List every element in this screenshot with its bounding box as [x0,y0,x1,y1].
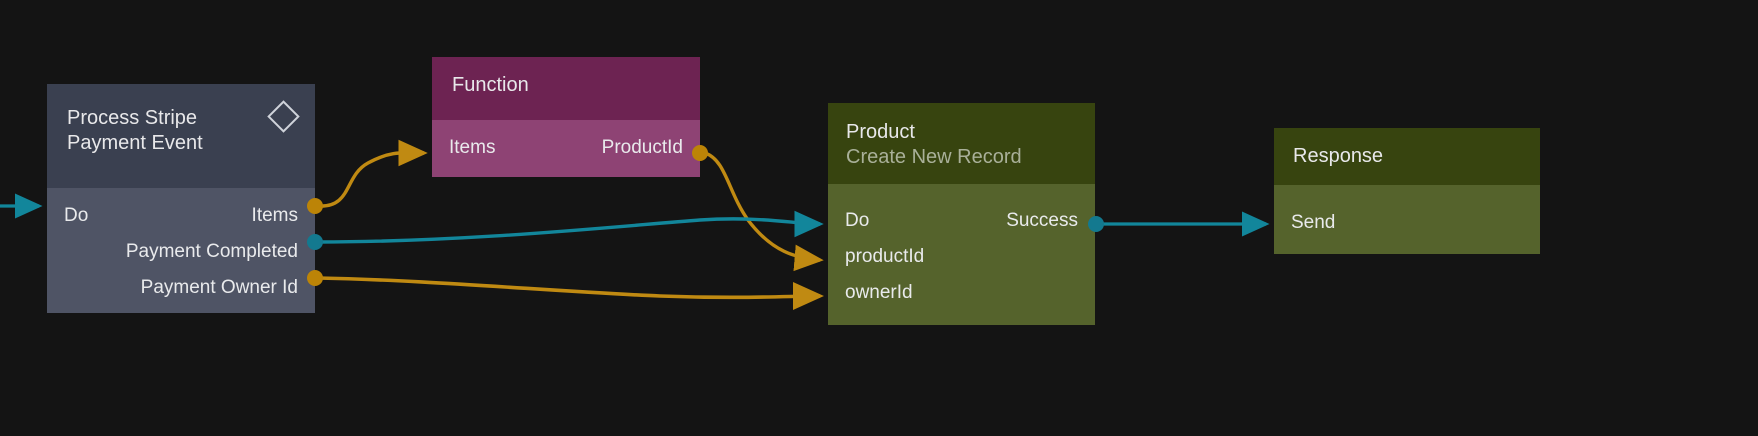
port-label-success[interactable]: Success [1006,210,1078,231]
port-row-items-productid: Items ProductId [432,130,700,166]
port-dot-function-productid[interactable] [692,145,708,161]
port-label-items[interactable]: Items [251,205,298,226]
port-dot-trigger-items[interactable] [307,198,323,214]
node-product-title: Product [846,121,915,143]
port-label-ownerid-in[interactable]: ownerId [845,282,913,303]
node-function[interactable]: Function Items ProductId [432,57,700,177]
node-response-header[interactable]: Response [1274,128,1540,185]
node-function-title: Function [452,74,529,96]
node-response-title: Response [1293,145,1384,167]
node-response[interactable]: Response Send [1274,128,1540,254]
port-label-do-in[interactable]: Do [845,210,870,231]
port-label-payment-completed[interactable]: Payment Completed [125,241,298,262]
edge-trigger-payment-completed-to-product-do [317,210,824,244]
node-trigger-title: Process Stripe Payment Event [67,107,203,154]
port-dot-trigger-payment-completed[interactable] [307,234,323,250]
edge-function-productid-to-product-productid [704,151,824,272]
node-product-subtitle: Create New Record [846,146,1022,168]
port-label-items-in[interactable]: Items [449,137,496,158]
port-label-send[interactable]: Send [1291,212,1336,233]
port-row-payment-owner-id: Payment Owner Id [47,270,315,306]
port-label-productid-in[interactable]: productId [845,246,925,267]
port-dot-trigger-payment-owner-id[interactable] [307,270,323,286]
node-trigger-body: Do Items Payment Completed Payment Owner… [47,188,315,313]
port-label-productid-out[interactable]: ProductId [601,137,683,158]
port-row-ownerid: ownerId [828,275,1095,311]
node-product-body: Do Success productId ownerId [828,184,1095,325]
node-trigger-header[interactable]: Process Stripe Payment Event [47,84,315,188]
port-label-do[interactable]: Do [64,205,89,226]
port-row-payment-completed: Payment Completed [47,234,315,270]
port-row-do-success: Do Success [828,203,1095,239]
edge-trigger-payment-owner-id-to-product-ownerid [317,276,824,311]
node-process-stripe-payment-event[interactable]: Process Stripe Payment Event Do Items Pa… [47,84,315,313]
port-dot-product-success[interactable] [1088,216,1104,232]
node-product-create-new-record[interactable]: Product Create New Record Do Success pro… [828,103,1095,325]
node-function-body: Items ProductId [432,120,700,177]
node-response-body: Send [1274,185,1540,254]
node-function-header[interactable]: Function [432,57,700,120]
port-row-productid: productId [828,239,1095,275]
port-label-payment-owner-id[interactable]: Payment Owner Id [140,277,298,298]
edge-trigger-items-to-function-items [317,139,428,208]
port-row-send: Send [1274,205,1540,241]
port-row-do-items: Do Items [47,198,315,234]
node-product-header[interactable]: Product Create New Record [828,103,1095,184]
